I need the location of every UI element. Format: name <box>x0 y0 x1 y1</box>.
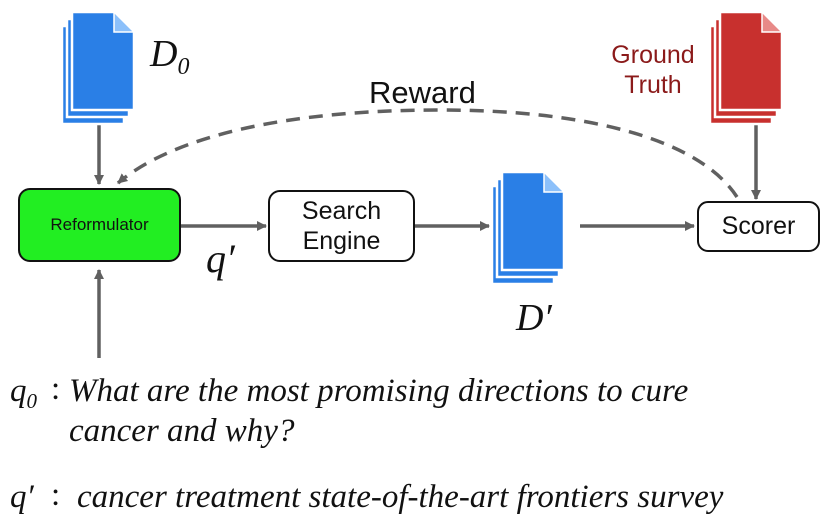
search-engine-line2: Engine <box>302 227 381 255</box>
reformulator-box: Reformulator <box>18 188 181 262</box>
qp-text: cancer treatment state-of-the-art fronti… <box>77 479 724 515</box>
q0-text-line1: What are the most promising directions t… <box>69 373 689 409</box>
scorer-box: Scorer <box>697 201 820 252</box>
reward-label: Reward <box>369 75 476 110</box>
reward-arrow <box>116 108 739 198</box>
document-stack-icon <box>708 10 784 126</box>
q0-colon: : <box>51 371 61 407</box>
d-prime-label: D′ <box>516 297 552 339</box>
reformulator-label: Reformulator <box>50 215 149 234</box>
d0-label: D0 <box>150 33 190 80</box>
document-stack-icon <box>60 10 136 126</box>
q-prime-label: q′ <box>206 236 235 281</box>
qp-colon: : <box>51 477 61 513</box>
search-engine-box: Search Engine <box>268 190 415 262</box>
q0-symbol: q0 <box>10 373 37 413</box>
ground-truth-label: Ground Truth <box>611 41 695 99</box>
search-engine-line1: Search <box>301 197 382 225</box>
q0-text-line2: cancer and why? <box>69 413 295 449</box>
qp-symbol: q′ <box>10 479 34 515</box>
document-stack-icon <box>490 170 566 286</box>
scorer-label: Scorer <box>721 212 796 240</box>
